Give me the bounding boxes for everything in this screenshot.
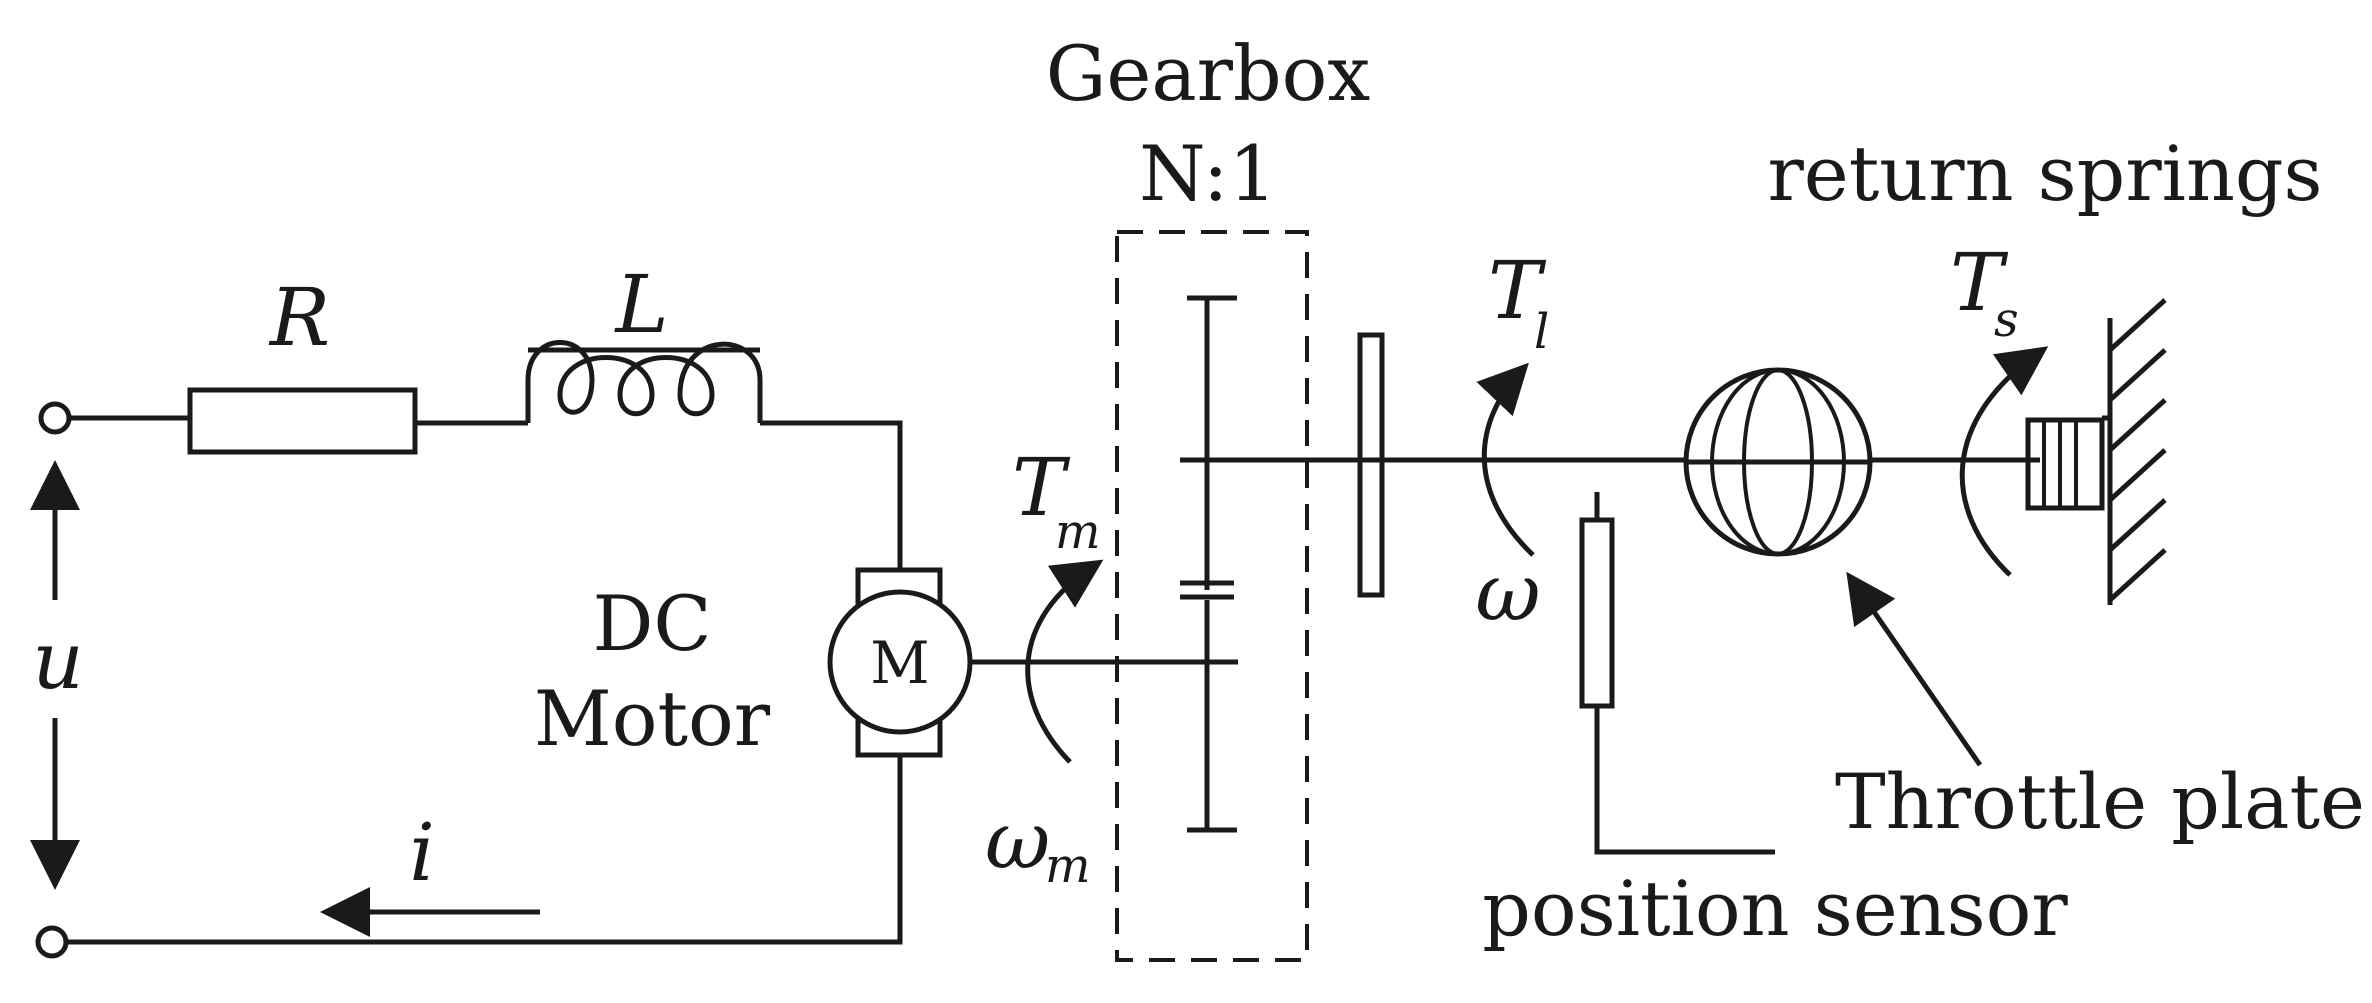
dc-motor-symbol bbox=[827, 567, 973, 758]
position-sensor-label: position sensor bbox=[1482, 864, 2068, 953]
gearbox-label: Gearbox bbox=[1046, 29, 1371, 118]
input-terminal-bottom bbox=[35, 925, 69, 959]
spring-torque-arrow bbox=[1959, 346, 2049, 577]
gear-large bbox=[1187, 295, 1237, 590]
dc-label: DC bbox=[592, 579, 711, 668]
electrical-circuit bbox=[29, 340, 903, 959]
svg-text:T: T bbox=[1950, 236, 2009, 329]
svg-text:s: s bbox=[1994, 292, 2019, 348]
wire-inductor-motor bbox=[760, 420, 903, 570]
position-sensor-symbol bbox=[1579, 492, 1775, 855]
gearbox-box bbox=[1115, 230, 1309, 962]
motor-speed-label: ω m bbox=[985, 794, 1091, 894]
svg-text:m: m bbox=[1055, 504, 1101, 560]
svg-text:m: m bbox=[1045, 838, 1091, 894]
resistor-label: R bbox=[268, 271, 330, 364]
return-springs-label: return springs bbox=[1767, 129, 2322, 218]
load-torque-label: T l bbox=[1488, 244, 1549, 360]
voltage-label: u bbox=[32, 614, 84, 707]
spring-torque-label: T s bbox=[1950, 236, 2019, 348]
svg-text:l: l bbox=[1534, 304, 1549, 360]
motor-torque-arrow bbox=[1025, 559, 1104, 764]
svg-text:ω: ω bbox=[985, 794, 1050, 887]
fixed-wall bbox=[2102, 298, 2167, 605]
gear-ratio-label: N:1 bbox=[1139, 129, 1277, 218]
svg-text:T: T bbox=[1488, 244, 1547, 337]
inductor-symbol bbox=[525, 340, 763, 423]
throttle-plate-symbol bbox=[1683, 367, 1873, 557]
shaft-flange bbox=[1357, 332, 1385, 598]
motor-symbol-label: M bbox=[870, 629, 929, 697]
input-terminal-top bbox=[38, 401, 72, 435]
resistor-symbol bbox=[187, 387, 418, 455]
return-spring-symbol bbox=[2025, 417, 2105, 511]
wire-bottom bbox=[66, 755, 903, 945]
svg-text:T: T bbox=[1012, 441, 1071, 534]
inductor-label: L bbox=[613, 258, 668, 351]
gear-small bbox=[1187, 600, 1237, 833]
current-label: i bbox=[409, 806, 435, 899]
motor-torque-label: T m bbox=[1012, 441, 1101, 560]
load-torque-arrow bbox=[1476, 362, 1535, 557]
load-speed-label: ω bbox=[1475, 546, 1540, 639]
throttle-plate-pointer bbox=[1846, 571, 1983, 767]
motor-label: Motor bbox=[534, 674, 771, 763]
throttle-plate-label: Throttle plate bbox=[1835, 757, 2365, 846]
